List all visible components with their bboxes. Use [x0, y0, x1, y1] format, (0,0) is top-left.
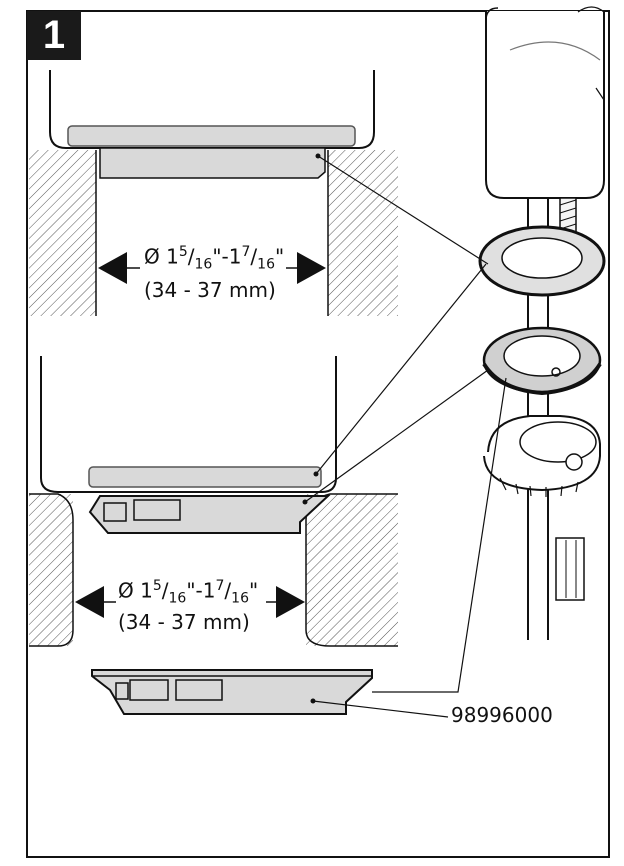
insert-body-top — [99, 147, 326, 179]
flange-top — [67, 125, 356, 147]
countertop-right-mid — [306, 494, 398, 646]
dim-whole: 1 — [228, 244, 242, 269]
insert-part — [91, 669, 449, 718]
dim-den: 16 — [168, 590, 187, 607]
dim-arrow-right-top — [297, 252, 326, 284]
dim-whole: 1 — [140, 578, 153, 603]
dimension-metric-mid: (34 - 37 mm) — [118, 610, 250, 634]
dim-den: 16 — [231, 590, 249, 607]
countertop-left-mid — [29, 494, 73, 646]
dim-sep: "- — [212, 244, 229, 269]
faucet-assembly — [478, 6, 606, 640]
dim-num: 7 — [241, 244, 251, 260]
dimension-metric-top: (34 - 37 mm) — [144, 278, 276, 302]
dim-arrow-left-top — [98, 252, 127, 284]
middle-section — [29, 356, 398, 647]
hex-sleeve — [555, 537, 585, 601]
sink-outline-mid — [40, 356, 337, 493]
top-section — [29, 70, 398, 316]
flange-mid — [88, 466, 322, 488]
dim-num: 5 — [152, 578, 162, 594]
dim-den: 16 — [194, 256, 213, 273]
diameter-symbol: Ø — [144, 244, 160, 269]
dim-unit: " — [249, 578, 259, 603]
diameter-symbol: Ø — [118, 578, 134, 603]
dim-arrow-left-mid — [75, 586, 104, 618]
countertop-right-top — [328, 150, 398, 316]
dimension-label-top: Ø 15/16"-17/16" — [144, 244, 285, 273]
dim-den: 16 — [257, 256, 275, 273]
countertop-left-top — [29, 150, 96, 316]
diagram-border — [26, 10, 610, 858]
step-number-badge: 1 — [27, 11, 81, 60]
dimension-label-mid: Ø 15/16"-17/16" — [118, 578, 259, 607]
dim-num: 5 — [178, 244, 188, 260]
dim-whole: 1 — [166, 244, 179, 269]
dim-num: 7 — [215, 578, 225, 594]
part-number-label: 98996000 — [451, 703, 553, 727]
leader-lines — [304, 155, 507, 693]
dim-arrow-right-mid — [276, 586, 305, 618]
dim-unit: " — [275, 244, 285, 269]
dim-whole: 1 — [202, 578, 216, 603]
dim-sep: "- — [186, 578, 203, 603]
